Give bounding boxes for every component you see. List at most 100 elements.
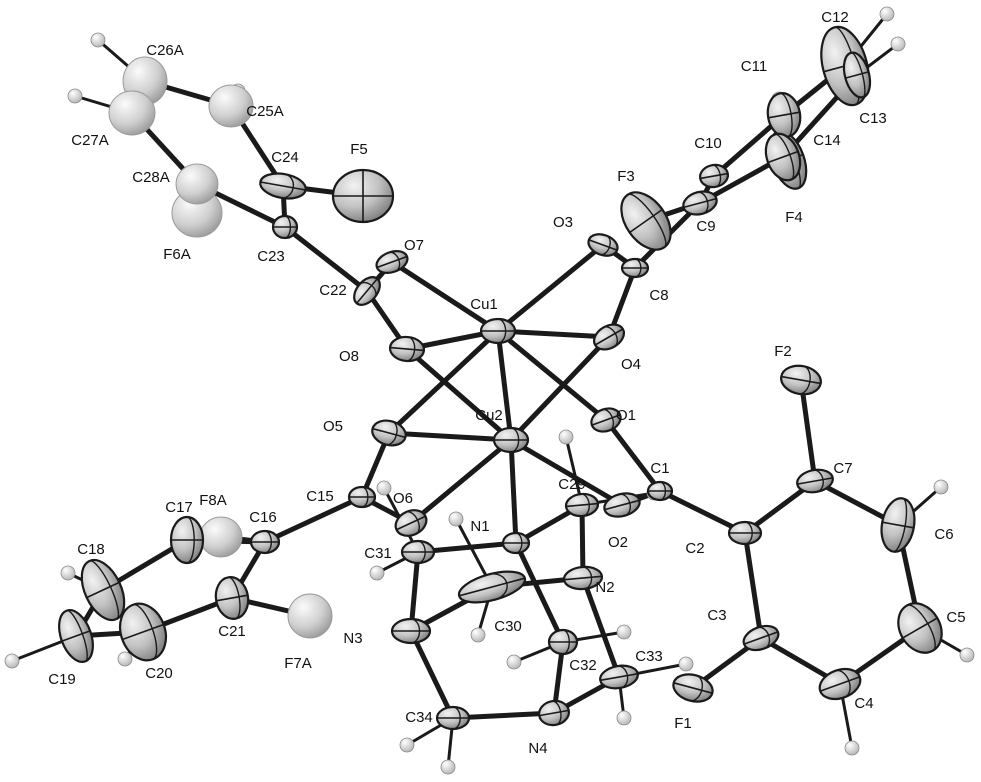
ellipsoid-axis — [834, 669, 851, 698]
ellipsoid-axis — [260, 181, 306, 191]
atom-c29 — [564, 492, 600, 518]
ellipsoid-axis — [385, 420, 398, 446]
ellipsoid-axis — [797, 477, 833, 485]
hydrogen-atom-h32b — [616, 624, 632, 640]
atom-c16 — [249, 529, 281, 555]
ellipsoid-axis — [882, 521, 914, 529]
ellipsoid-axis — [618, 493, 632, 517]
atom-f8a — [199, 516, 243, 558]
atom-c6 — [880, 497, 916, 553]
ellipsoid-axis — [581, 566, 593, 590]
atom-label-c8: C8 — [649, 287, 668, 304]
atom-label-f8a: F8A — [199, 492, 227, 509]
ellipsoid-axis — [600, 672, 638, 682]
hydrogen-atom-h29a — [558, 429, 574, 445]
ellipsoid-axis — [604, 499, 640, 511]
atom-label-c5: C5 — [946, 609, 965, 626]
atom-o8 — [388, 335, 426, 363]
atom-c13 — [842, 51, 872, 99]
atom-label-c25a: C25A — [246, 103, 284, 120]
ellipsoid-axis — [627, 193, 667, 248]
atom-f7a — [287, 593, 333, 639]
atom-label-c26a: C26A — [146, 42, 184, 59]
ellipsoid-axis — [602, 408, 615, 431]
atom-f1 — [672, 673, 714, 703]
hydrogen-atom-h30b — [470, 627, 486, 643]
atom-c10 — [698, 163, 730, 189]
ellipsoid-axis — [616, 665, 629, 689]
ellipsoid-axis — [850, 52, 866, 98]
atom-label-c24: C24 — [271, 149, 299, 166]
hydrogen-atom-h20 — [117, 651, 133, 667]
bond-cu2-o4 — [508, 334, 612, 443]
ellipsoid-axis — [683, 197, 717, 209]
hydrogen-atom-h33b — [616, 710, 632, 726]
hydrogen-atom-h32a — [506, 654, 522, 670]
atom-label-o2: O2 — [608, 534, 628, 551]
atom-cu1 — [479, 317, 517, 345]
atom-label-o5: O5 — [323, 418, 343, 435]
atom-n4 — [537, 699, 571, 727]
atom-sphere — [175, 163, 219, 205]
ellipsoid-axis — [893, 497, 908, 553]
bond-c2-c3 — [742, 530, 764, 641]
ellipsoid-axis — [781, 375, 821, 385]
atom-label-o7: O7 — [404, 237, 424, 254]
atom-o3 — [587, 233, 619, 257]
ellipsoid-axis — [673, 682, 713, 694]
bond-cu1-o7 — [389, 259, 501, 334]
atom-f5 — [331, 168, 395, 224]
atom-label-o6: O6 — [393, 490, 413, 507]
atom-c32 — [547, 628, 579, 656]
bond-n3-c31 — [408, 549, 421, 634]
bond-n2-c29 — [579, 502, 586, 581]
atom-c27a — [108, 90, 156, 136]
ellipsoid-axis — [780, 92, 793, 138]
atom-f3 — [620, 191, 672, 251]
atom-label-c9: C9 — [696, 218, 715, 235]
atom-label-c17: C17 — [165, 499, 193, 516]
atom-c1 — [646, 480, 674, 502]
ellipsoid-axis — [410, 618, 421, 644]
ellipsoid-axis — [634, 258, 642, 278]
atom-c11 — [766, 92, 802, 138]
atom-o5 — [371, 419, 407, 447]
atom-c33 — [599, 664, 639, 690]
ellipsoid-axis — [562, 629, 570, 655]
atom-label-c23: C23 — [257, 248, 285, 265]
atom-c22 — [353, 276, 381, 306]
ellipsoid-axis — [659, 481, 667, 501]
ellipsoid-axis — [66, 609, 88, 663]
ellipsoid-axis — [284, 215, 292, 239]
ellipsoid-axis — [591, 414, 621, 426]
atom-label-c16: C16 — [249, 509, 277, 526]
ellipsoid-axis — [458, 577, 526, 597]
atom-n1 — [501, 531, 531, 555]
atom-label-c27a: C27A — [71, 132, 109, 149]
atom-label-f6a: F6A — [163, 246, 191, 263]
hydrogen-atom-h26a — [90, 32, 106, 48]
atom-label-f3: F3 — [617, 168, 635, 185]
atom-label-f4: F4 — [785, 209, 803, 226]
atom-label-cu2: Cu2 — [475, 407, 503, 424]
ellipsoid-axis — [372, 427, 406, 439]
atom-label-n1: N1 — [470, 518, 489, 535]
atom-c14 — [764, 132, 802, 182]
ellipsoid-axis — [356, 278, 378, 304]
atom-n3 — [390, 617, 432, 645]
atom-c2 — [727, 520, 763, 546]
bond-cu1-o3 — [495, 242, 606, 334]
bond-c15-c16 — [262, 494, 365, 545]
atom-label-c18: C18 — [77, 541, 105, 558]
ellipsoid-axis — [774, 133, 795, 181]
ellipsoid-axis — [122, 623, 164, 641]
atom-sphere — [108, 90, 156, 136]
bond-cu1-cu2 — [495, 328, 514, 443]
atom-label-o1: O1 — [616, 407, 636, 424]
ellipsoid-axis — [376, 255, 408, 269]
ellipsoid-axis — [819, 676, 861, 692]
ellipsoid-axis — [452, 706, 461, 730]
ellipsoid-axis — [588, 239, 618, 251]
